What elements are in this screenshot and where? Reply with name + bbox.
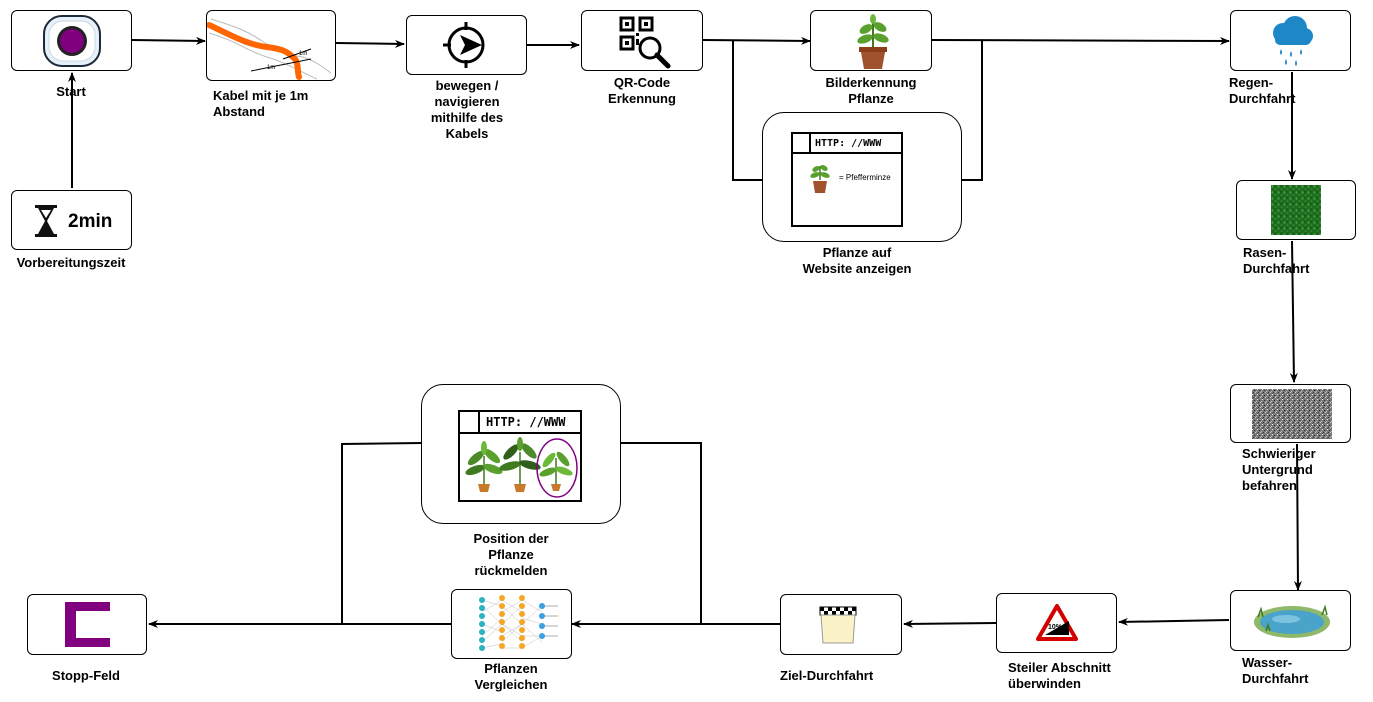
cable-node: 1m 1m <box>206 10 336 81</box>
finish-label: Ziel-Durchfahrt <box>780 668 874 683</box>
arrow-grass-to-rough <box>1289 240 1298 383</box>
hourglass-icon <box>35 205 57 237</box>
plant-recognition-node <box>810 10 932 71</box>
compare-node <box>451 589 572 659</box>
cable-mark-2: 1m <box>299 51 307 57</box>
grass-texture-icon <box>1271 185 1321 235</box>
finish-node <box>780 594 902 655</box>
navigate-node <box>406 15 527 75</box>
record-button-icon <box>43 15 101 67</box>
neural-network-icon <box>479 595 558 651</box>
rain-label: Regen- Durchfahrt <box>1229 75 1296 106</box>
arrow-rough-to-water <box>1293 443 1302 591</box>
water-label: Wasser- Durchfahrt <box>1242 655 1309 686</box>
cable-mark-1: 1m <box>267 65 275 71</box>
start-label: Start <box>56 84 86 99</box>
start-node <box>11 10 132 71</box>
report-label: Position der Pflanze rückmelden <box>473 531 549 578</box>
rough-label: Schwieriger Untergrund befahren <box>1242 446 1316 493</box>
stop-field-icon <box>65 602 110 647</box>
arrow-plant-to-rain <box>931 36 1230 45</box>
plants-row-icon <box>465 437 578 498</box>
grass-label: Rasen- Durchfahrt <box>1243 245 1310 276</box>
navigation-target-icon <box>443 22 485 68</box>
qr-scan-icon <box>619 16 671 69</box>
potted-plant-icon <box>857 14 889 69</box>
small-plant-icon <box>810 165 830 193</box>
browser-plants-icon: HTTP: //WWW <box>458 410 582 502</box>
website-label: Pflanze auf Website anzeigen <box>802 245 912 276</box>
cable-line <box>207 22 302 80</box>
stop-node <box>27 594 147 655</box>
arrow-water-to-steep <box>1118 617 1230 626</box>
rough-node <box>1230 384 1351 443</box>
line-report-right <box>621 442 702 624</box>
steep-label: Steiler Abschnitt überwinden <box>1008 660 1111 691</box>
prep-time-label: Vorbereitungszeit <box>16 255 126 270</box>
match-circle <box>536 438 578 498</box>
steep-node: 10% <box>996 593 1117 653</box>
prep-time-value: 2min <box>68 211 113 232</box>
steep-grade-sign-icon: 10% <box>1036 604 1078 641</box>
line-report-left <box>341 442 423 624</box>
water-node <box>1230 590 1351 651</box>
rain-cloud-icon <box>1273 16 1313 66</box>
cable-map-icon: 1m 1m <box>207 18 332 80</box>
pond-icon <box>1254 604 1330 638</box>
arrow-steep-to-finish <box>903 619 997 628</box>
arrow-qr-to-plant <box>702 36 811 45</box>
prep-time-node: 2min <box>11 190 132 250</box>
website-url: HTTP: //WWW <box>815 137 882 149</box>
gravel-texture-icon <box>1252 389 1332 439</box>
rain-node <box>1230 10 1351 71</box>
qr-label: QR-Code Erkennung <box>608 75 676 106</box>
plant-recognition-label: Bilderkennung Pflanze <box>825 75 917 106</box>
qr-node <box>581 10 703 71</box>
report-node: HTTP: //WWW <box>421 384 621 524</box>
steep-sign-text: 10% <box>1048 624 1063 631</box>
arrow-cable-to-navigate <box>335 39 405 48</box>
navigate-label: bewegen / navigieren mithilfe des Kabels <box>430 78 504 141</box>
website-node: HTTP: //WWW = Pfefferminze <box>762 112 962 242</box>
cable-label: Kabel mit je 1m Abstand <box>213 88 309 119</box>
start-dot <box>60 29 84 53</box>
plant-name-text: = Pfefferminze <box>839 173 891 182</box>
line-website-to-rain <box>962 40 983 181</box>
finish-flag-icon <box>819 606 857 644</box>
grass-node <box>1236 180 1356 240</box>
arrow-start-to-cable <box>131 36 206 45</box>
line-qr-to-website <box>732 40 762 181</box>
compare-label: Pflanzen Vergleichen <box>474 661 548 692</box>
browser-window-icon: HTTP: //WWW = Pfefferminze <box>791 132 903 227</box>
report-url: HTTP: //WWW <box>486 415 566 429</box>
stop-label: Stopp-Feld <box>52 668 120 683</box>
